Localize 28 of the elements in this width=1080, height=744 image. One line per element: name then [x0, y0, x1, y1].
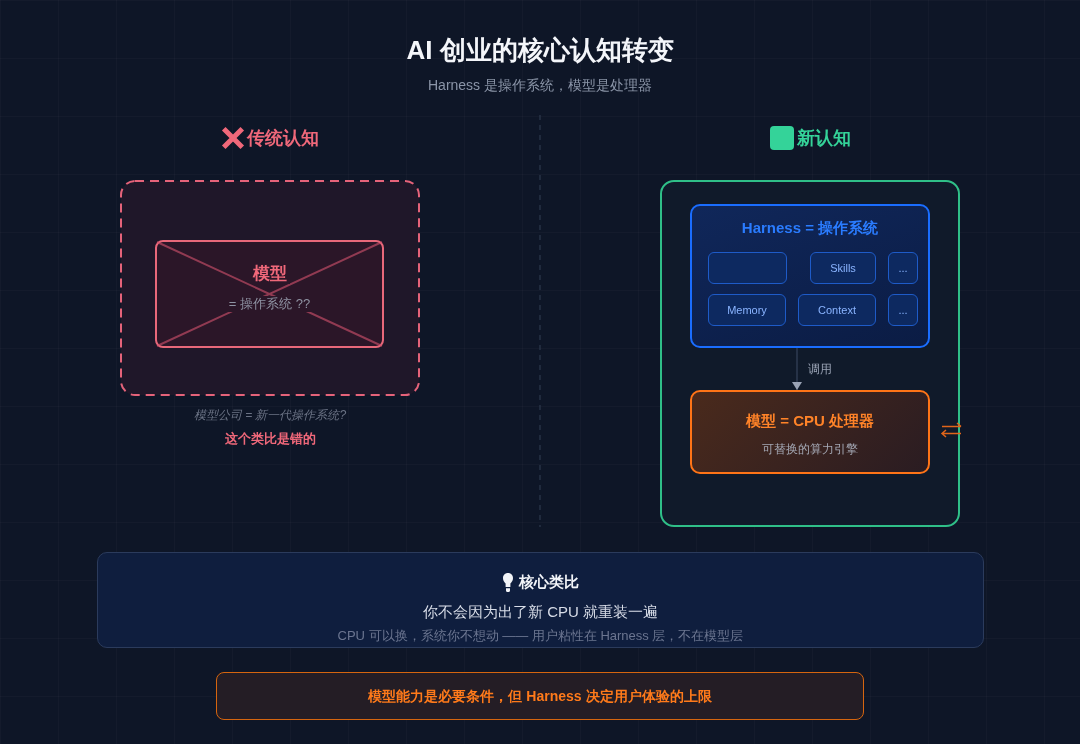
module-chip: ... [888, 294, 918, 326]
crossed-out-box [155, 240, 384, 348]
banner-text: 模型能力是必要条件，但 Harness 决定用户体验的上限 [368, 687, 712, 705]
analogy-panel [97, 552, 984, 648]
processor-box [690, 390, 930, 474]
panel-heading: 核心类比 [518, 572, 579, 592]
edge-label: 调用 [806, 361, 834, 377]
panel-heading: 传统认知 [246, 127, 319, 150]
note-text: CPU 可以换，系统你不想动 —— 用户粘性在 Harness 层，不在模型层 [337, 628, 744, 644]
module-chip: Memory [708, 294, 786, 326]
page-title: AI 创业的核心认知转变 [405, 34, 675, 66]
module-chip: Skills [810, 252, 876, 284]
box-subtitle: = 操作系统 ?? [225, 296, 314, 312]
conclusion-banner [216, 672, 864, 720]
box-subtitle: 可替换的算力引擎 [762, 442, 858, 456]
module-chip: ... [888, 252, 918, 284]
annotation-text: 模型公司 = 新一代操作系统? [193, 408, 347, 423]
module-chip: Context [798, 294, 876, 326]
module-chip [708, 252, 787, 284]
group-box [690, 204, 930, 348]
box-title: Harness = 操作系统 [740, 219, 880, 237]
connector-arrow [792, 347, 802, 391]
panel-heading: 新认知 [796, 127, 851, 150]
box-title: 模型 = CPU 处理器 [746, 412, 874, 430]
body-text: 你不会因为出了新 CPU 就重装一遍 [423, 603, 658, 621]
subtitle: Harness 是操作系统，模型是处理器 [427, 76, 653, 94]
annotation-text: 这个类比是错的 [224, 431, 316, 447]
box-title: 模型 [249, 264, 290, 284]
